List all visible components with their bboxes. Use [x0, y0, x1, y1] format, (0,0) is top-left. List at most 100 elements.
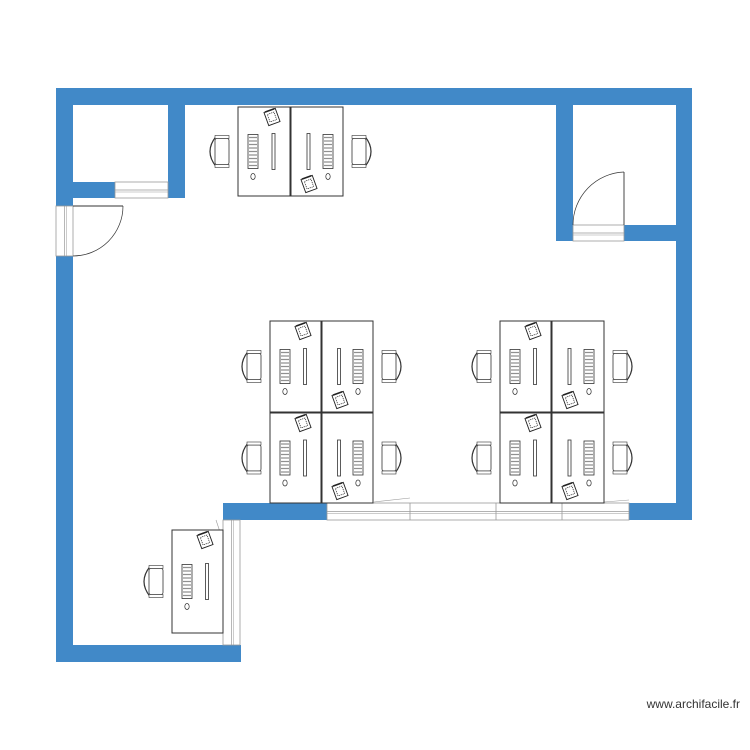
- mouse: [250, 173, 256, 180]
- desk-top: [551, 412, 605, 504]
- mouse: [282, 479, 288, 487]
- monitor: [533, 348, 537, 385]
- phone-handset: [562, 481, 573, 487]
- monitor: [533, 439, 537, 477]
- wall-segment: [556, 88, 573, 241]
- entry-door-swing: [72, 205, 124, 257]
- chair-arm: [214, 135, 230, 139]
- wall-segment: [624, 225, 692, 241]
- mouse: [586, 388, 592, 395]
- monitor: [205, 563, 209, 600]
- phone-icon: [561, 390, 579, 410]
- phone-handset: [295, 321, 306, 327]
- phone-handset: [295, 413, 306, 419]
- mouse: [184, 603, 190, 610]
- chair-back: [471, 351, 479, 382]
- openings: [55, 171, 630, 646]
- chair-arm: [476, 379, 492, 383]
- phone-icon: [294, 413, 312, 433]
- phone-handset: [301, 174, 312, 180]
- wall-segment: [168, 88, 185, 198]
- sash-line: [603, 499, 630, 503]
- phone-handset: [525, 413, 536, 419]
- chair-arm: [381, 350, 397, 354]
- chair-arm: [476, 470, 492, 475]
- chair-arm: [476, 441, 492, 446]
- chair-back: [625, 442, 633, 474]
- monitor: [303, 439, 307, 477]
- chair-seat: [476, 444, 492, 472]
- chair-seat: [612, 353, 628, 380]
- keyboard: [583, 440, 595, 476]
- mouse: [586, 479, 592, 487]
- keyboard: [352, 440, 364, 476]
- chair-seat: [246, 353, 262, 380]
- monitor: [271, 133, 276, 170]
- chair-seat: [381, 444, 397, 472]
- chair-arm: [612, 350, 628, 354]
- keyboard: [322, 134, 334, 169]
- wall-segment: [56, 256, 73, 662]
- chair-arm: [214, 164, 230, 168]
- keyboard: [279, 349, 291, 384]
- chair-arm: [351, 164, 367, 168]
- phone-icon: [524, 413, 542, 433]
- sash-line: [373, 497, 411, 503]
- monitor: [337, 439, 341, 477]
- chair-back: [394, 351, 402, 382]
- mouse: [512, 388, 518, 395]
- desk-top: [171, 529, 224, 634]
- chair-back: [241, 351, 249, 382]
- wall-segment: [223, 503, 327, 520]
- phone-icon: [196, 530, 214, 550]
- chair-arm: [246, 441, 262, 446]
- chair-arm: [612, 470, 628, 475]
- chair-arm: [246, 470, 262, 475]
- monitor: [306, 133, 311, 170]
- chair-seat: [351, 138, 367, 165]
- phone-icon: [561, 481, 579, 501]
- desk: [290, 106, 372, 197]
- chair-back: [241, 442, 249, 474]
- phone-handset: [562, 390, 573, 396]
- chair-back: [364, 136, 372, 167]
- keyboard: [181, 564, 193, 599]
- chair-seat: [246, 444, 262, 472]
- desk-top: [551, 320, 605, 413]
- chair-arm: [381, 379, 397, 383]
- desk-top: [321, 412, 374, 504]
- desk-top: [269, 412, 322, 504]
- phone-handset: [197, 530, 208, 536]
- chair-back: [209, 136, 217, 167]
- desk: [241, 412, 322, 504]
- mouse: [355, 388, 361, 395]
- wall-segment: [676, 88, 692, 520]
- keyboard: [279, 440, 291, 476]
- chair-arm: [612, 441, 628, 446]
- desk: [471, 320, 552, 413]
- keyboard: [509, 349, 521, 384]
- walls: [56, 88, 692, 662]
- desk-top: [290, 106, 344, 197]
- chair-arm: [246, 350, 262, 354]
- furniture: [143, 106, 633, 634]
- chair-arm: [381, 441, 397, 446]
- desk: [241, 320, 322, 413]
- monitor: [337, 348, 341, 385]
- chair-arm: [381, 470, 397, 475]
- keyboard: [509, 440, 521, 476]
- keyboard: [352, 349, 364, 384]
- monitor: [567, 348, 572, 385]
- wall-segment: [56, 88, 73, 206]
- phone-icon: [263, 107, 281, 127]
- mouse: [325, 173, 331, 180]
- phone-icon: [294, 321, 312, 341]
- phone-handset: [264, 107, 275, 113]
- phone-icon: [300, 174, 318, 194]
- monitor: [567, 439, 572, 477]
- desk: [143, 529, 224, 634]
- chair-back: [625, 351, 633, 382]
- chair-seat: [381, 353, 397, 380]
- chair-arm: [476, 350, 492, 354]
- keyboard: [583, 349, 595, 384]
